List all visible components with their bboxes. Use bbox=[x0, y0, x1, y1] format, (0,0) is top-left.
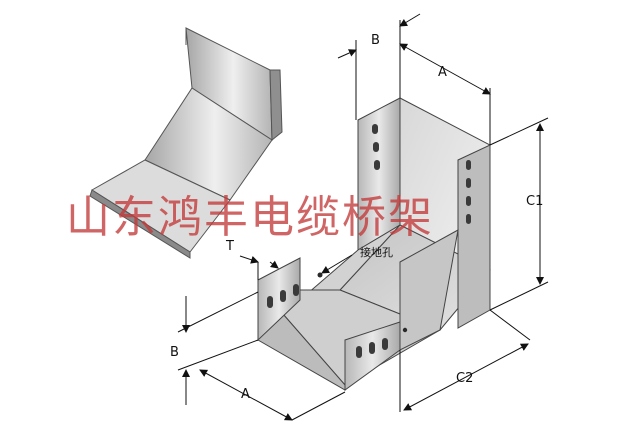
dim-label-top-b: B bbox=[371, 33, 380, 48]
ground-hole bbox=[317, 272, 323, 278]
main-elbow-illustration bbox=[257, 97, 491, 391]
dim-label-bottom-a: A bbox=[241, 387, 250, 402]
company-watermark: 山东鸿丰电缆桥架 bbox=[66, 192, 434, 243]
ground-hole-label: 接地孔 bbox=[360, 246, 393, 259]
dimension-lines bbox=[177, 13, 549, 421]
dim-label-top-a: A bbox=[438, 65, 447, 80]
dim-label-left-b: B bbox=[170, 345, 179, 360]
slot-holes-upright bbox=[372, 124, 380, 170]
slot-holes-right bbox=[356, 338, 388, 358]
dim-label-t: T bbox=[225, 239, 234, 254]
slot-holes-column bbox=[466, 160, 471, 224]
small-elbow-illustration bbox=[89, 27, 283, 259]
dim-label-c2: C2 bbox=[456, 371, 473, 386]
slot-holes-front bbox=[267, 284, 299, 308]
dim-label-c1: C1 bbox=[526, 194, 543, 209]
